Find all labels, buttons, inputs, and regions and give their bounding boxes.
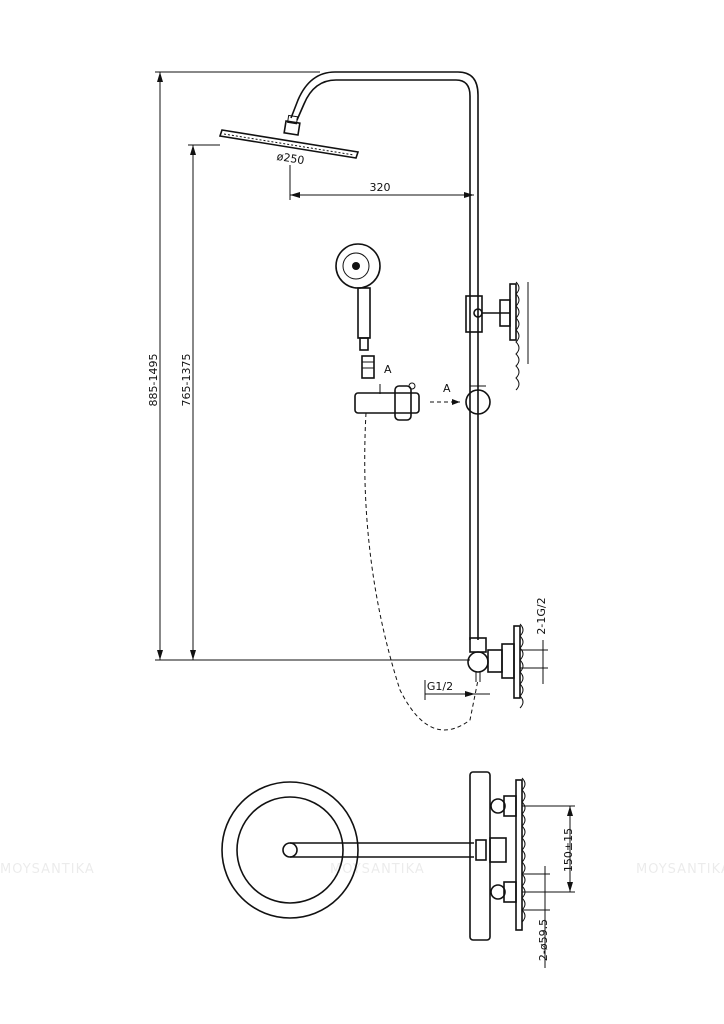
riser-rail bbox=[469, 300, 479, 640]
total-height-dimension: 885-1495 bbox=[147, 71, 470, 661]
watermark-right: MOYSANTIKA bbox=[636, 862, 724, 877]
inlet-diameter-label: 2-ø59.5 bbox=[537, 919, 550, 961]
hose bbox=[364, 412, 479, 731]
total-height-label: 885-1495 bbox=[147, 354, 160, 407]
hose-connector bbox=[361, 355, 375, 379]
slider-holder bbox=[354, 382, 420, 421]
inlet-thread-dimension: 2-1G/2 bbox=[520, 597, 548, 684]
head-diameter-label: ø250 bbox=[276, 150, 305, 167]
slider-height-dimension: 765-1375 bbox=[180, 144, 220, 660]
watermark-center: MOYSANTIKA bbox=[330, 862, 425, 877]
arm-length-label: 320 bbox=[370, 181, 391, 194]
hand-shower bbox=[335, 243, 381, 351]
mixer-diverter bbox=[467, 623, 524, 709]
slider-height-label: 765-1375 bbox=[180, 354, 193, 407]
section-arrow-right bbox=[430, 399, 460, 405]
inlet-thread-label: 2-1G/2 bbox=[535, 597, 548, 634]
arm-length-dimension: 320 bbox=[289, 165, 474, 200]
wall-bracket bbox=[465, 281, 529, 391]
head-plan-view bbox=[221, 781, 359, 919]
inlet-diameter-dimension: 2-ø59.5 bbox=[522, 866, 550, 968]
rain-shower-head bbox=[218, 114, 360, 159]
section-label-left: A bbox=[384, 363, 392, 376]
section-label-right: A bbox=[443, 382, 451, 395]
watermark-left: MOYSANTIKA bbox=[0, 862, 95, 877]
slider-on-rail bbox=[465, 385, 491, 415]
inlet-spacing-label: 150±15 bbox=[562, 828, 575, 872]
inlet-spacing-dimension: 150±15 bbox=[522, 805, 575, 893]
shower-arm bbox=[290, 71, 479, 300]
outlet-thread-dimension: G1/2 bbox=[424, 680, 490, 700]
arm-plan-view bbox=[290, 842, 474, 858]
riser-plan-view bbox=[469, 771, 526, 941]
outlet-thread-label: G1/2 bbox=[427, 680, 453, 693]
